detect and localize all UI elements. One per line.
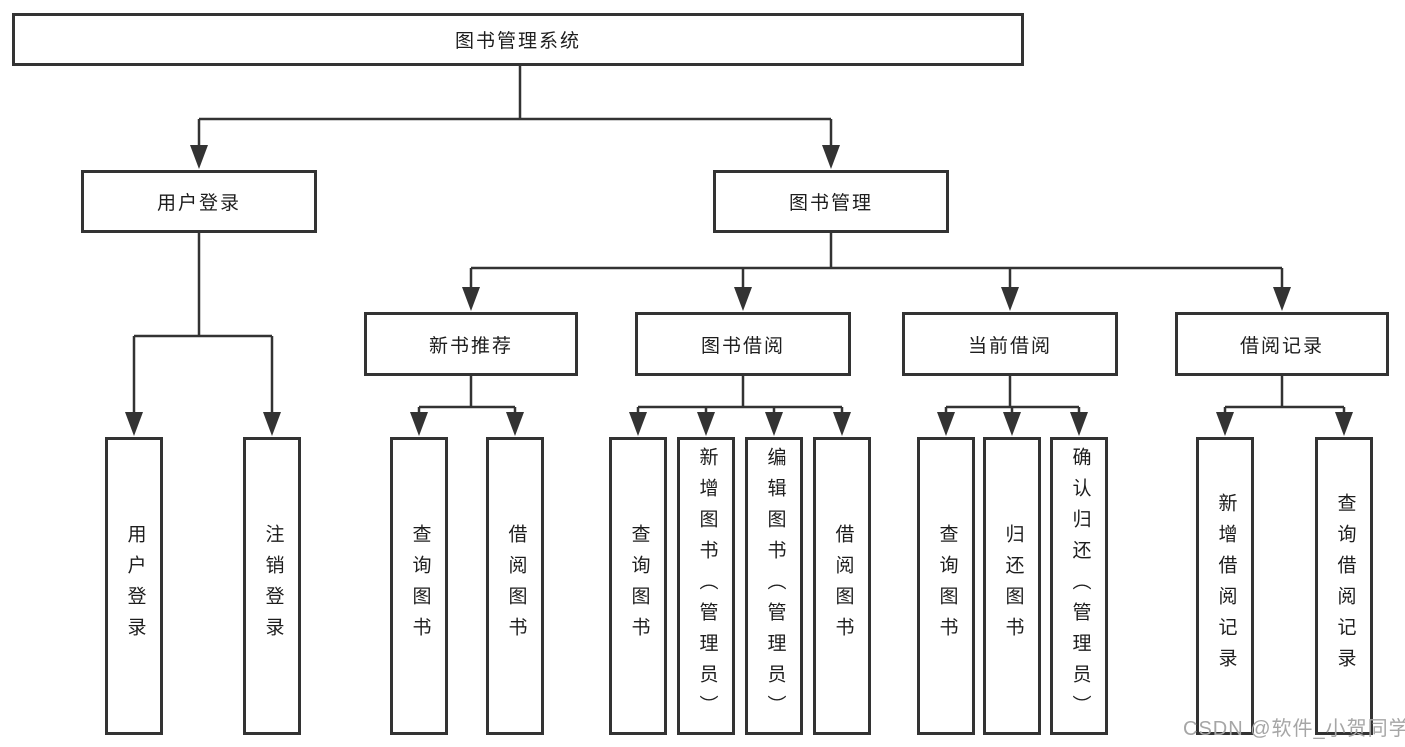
node-current-borrow: 当前借阅	[902, 312, 1118, 376]
node-new-book-recommend: 新书推荐	[364, 312, 578, 376]
leaf-return-book: 归还图书	[983, 437, 1041, 735]
branch-root-to-level2	[190, 66, 840, 169]
node-root: 图书管理系统	[12, 13, 1024, 66]
leaf-query-books-current: 查询图书	[917, 437, 975, 735]
leaf-confirm-return-admin: 确认归还（管理员）	[1050, 437, 1108, 735]
branch-borrow-records-to-leaves	[1216, 376, 1353, 436]
node-borrow-records: 借阅记录	[1175, 312, 1389, 376]
branch-new-book-recommend-to-leaves	[410, 376, 524, 436]
leaf-borrow-books-recommend: 借阅图书	[486, 437, 544, 735]
csdn-watermark: CSDN @软件_小贺同学	[1183, 718, 1405, 740]
leaf-query-books-recommend: 查询图书	[390, 437, 448, 735]
leaf-edit-book-admin: 编辑图书（管理员）	[745, 437, 803, 735]
node-book-borrow: 图书借阅	[635, 312, 851, 376]
node-user-login-group: 用户登录	[81, 170, 317, 233]
leaf-add-book-admin: 新增图书（管理员）	[677, 437, 735, 735]
leaf-query-borrow-record: 查询借阅记录	[1315, 437, 1373, 735]
branch-book-borrow-to-leaves	[629, 376, 851, 436]
leaf-user-login: 用户登录	[105, 437, 163, 735]
branch-current-borrow-to-leaves	[937, 376, 1088, 436]
leaf-add-borrow-record: 新增借阅记录	[1196, 437, 1254, 735]
branch-book-management-to-level3	[462, 233, 1291, 311]
leaf-logout: 注销登录	[243, 437, 301, 735]
branch-user-login-to-leaves	[125, 233, 281, 436]
node-book-management: 图书管理	[713, 170, 949, 233]
leaf-query-books-borrow: 查询图书	[609, 437, 667, 735]
leaf-borrow-books: 借阅图书	[813, 437, 871, 735]
